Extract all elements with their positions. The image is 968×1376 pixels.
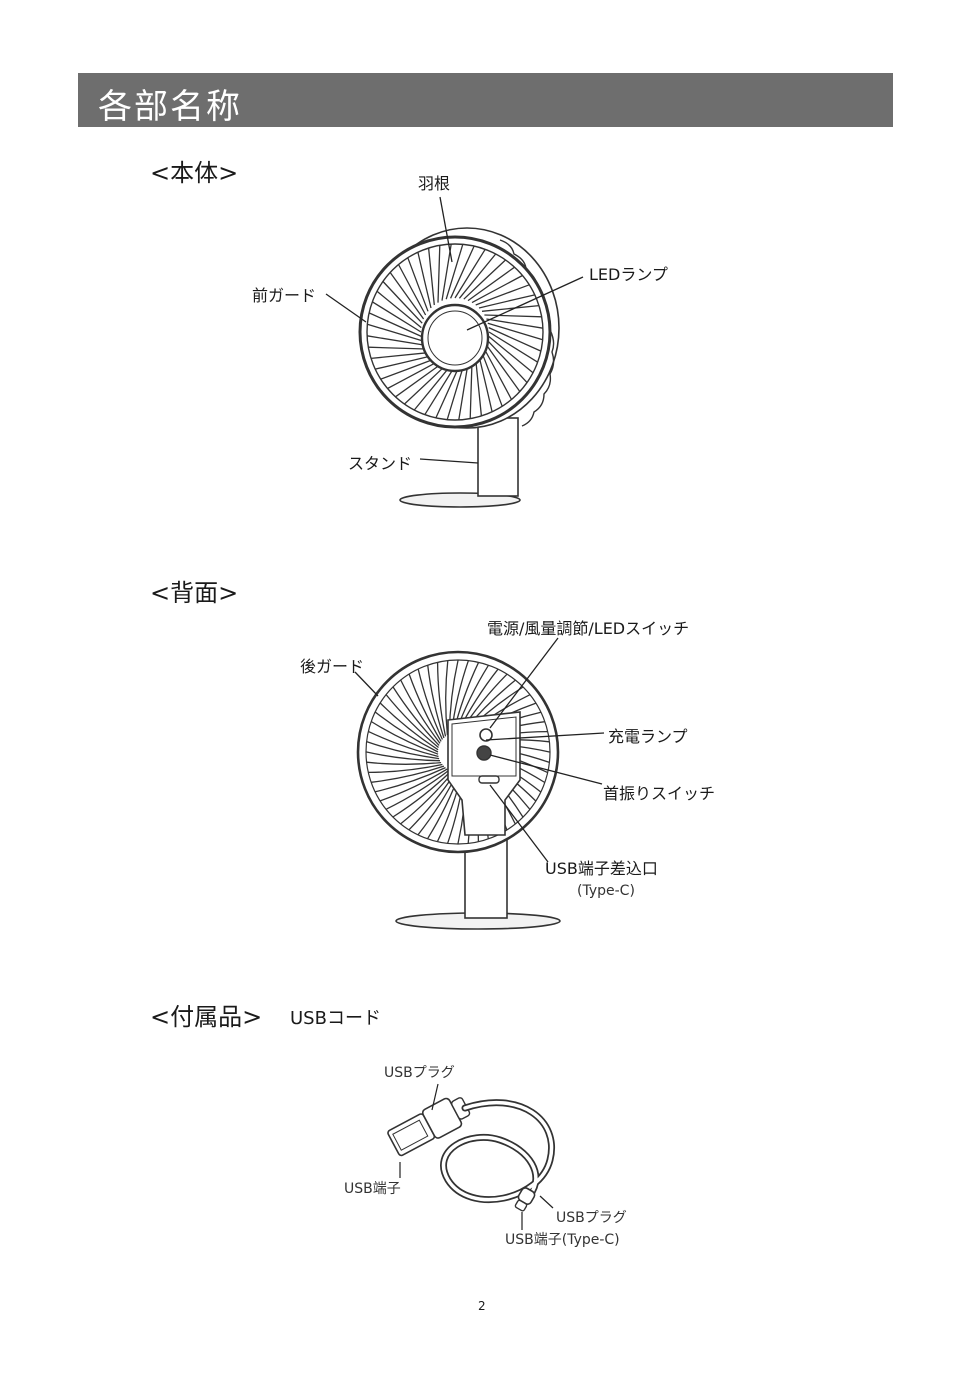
label-usb-plug-c: USBプラグ	[556, 1207, 627, 1227]
label-swing-switch: 首振りスイッチ	[603, 780, 715, 804]
label-usb-terminal-c: USB端子(Type-C)	[505, 1229, 620, 1249]
label-usb-port-type: (Type-C)	[577, 883, 635, 899]
label-blade: 羽根	[418, 170, 450, 194]
label-rear-guard: 後ガード	[300, 653, 364, 677]
label-charge-lamp: 充電ランプ	[608, 723, 688, 747]
label-front-guard: 前ガード	[252, 282, 316, 306]
label-led-lamp: LEDランプ	[589, 261, 668, 285]
page-number: 2	[478, 1299, 486, 1313]
label-power-switch: 電源/風量調節/LEDスイッチ	[487, 615, 689, 639]
label-stand: スタンド	[348, 450, 412, 474]
fan-back-illustration	[358, 652, 560, 929]
label-usb-port: USB端子差込口	[545, 855, 658, 879]
label-usb-plug-a: USBプラグ	[384, 1062, 455, 1082]
usb-cord-illustration	[386, 1091, 552, 1212]
label-usb-terminal-a: USB端子	[344, 1178, 401, 1198]
